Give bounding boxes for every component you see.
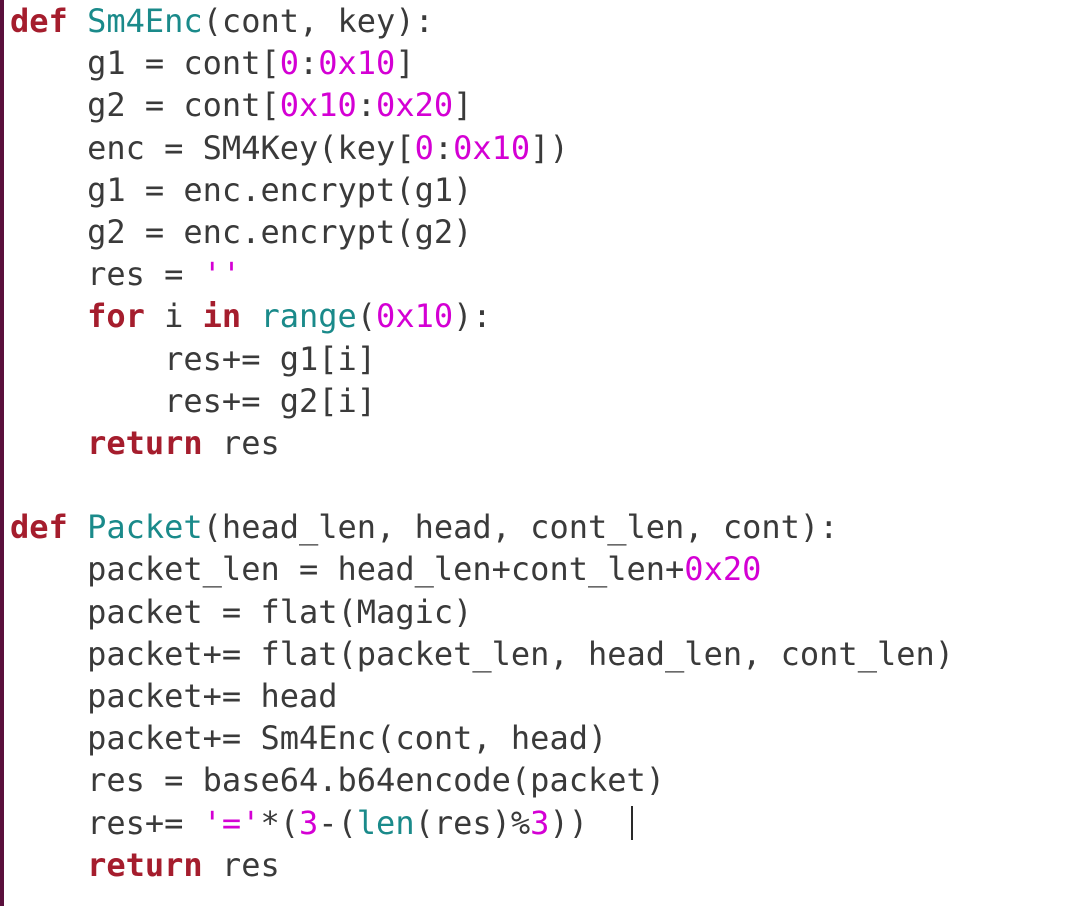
code-number: 3 (298, 803, 319, 842)
code-function-name: Packet (87, 508, 203, 547)
code-text: packet+= Sm4Enc(cont, head) (10, 719, 608, 758)
code-number: 0x20 (376, 86, 454, 125)
code-line[interactable]: g2 = enc.encrypt(g2) (10, 211, 954, 253)
code-line[interactable]: enc = SM4Key(key[0:0x10]) (10, 127, 954, 169)
code-text: *( (260, 803, 299, 842)
code-line[interactable]: res = '' (10, 253, 954, 295)
code-text: res = (10, 255, 203, 294)
code-keyword: def (10, 2, 68, 40)
caret-gap (588, 804, 627, 842)
code-keyword: in (202, 297, 242, 336)
code-area[interactable]: def Sm4Enc(cont, key): g1 = cont[0:0x10]… (10, 0, 954, 886)
code-text (68, 508, 87, 546)
code-text: packet = flat(Magic) (10, 592, 473, 631)
code-text: enc = SM4Key(key[ (10, 128, 415, 167)
code-text: ]) (530, 128, 569, 167)
code-text: : (356, 86, 377, 125)
code-line[interactable]: packet+= flat(packet_len, head_len, cont… (10, 633, 954, 675)
code-text: ( (356, 297, 377, 336)
code-text: (res)% (414, 803, 531, 842)
code-text (68, 2, 87, 40)
code-function-name: Sm4Enc (87, 2, 203, 40)
code-line[interactable]: return res (10, 844, 954, 886)
code-text: res (202, 423, 280, 462)
code-text: i (144, 297, 203, 336)
code-number: 3 (530, 803, 550, 842)
code-string: '' (202, 255, 242, 294)
code-line[interactable]: packet = flat(Magic) (10, 591, 954, 633)
code-text: : (298, 44, 319, 83)
code-number: 0x10 (279, 86, 357, 125)
code-number: 0 (414, 128, 434, 167)
code-text: ] (453, 86, 473, 125)
code-line[interactable]: packet+= head (10, 675, 954, 717)
code-line[interactable]: res+= '='*(3-(len(res)%3)) (10, 802, 954, 844)
code-line[interactable]: for i in range(0x10): (10, 295, 954, 337)
code-keyword: for (87, 297, 145, 336)
code-number: 0 (279, 44, 299, 83)
code-line[interactable]: packet+= Sm4Enc(cont, head) (10, 717, 954, 759)
code-line[interactable] (10, 464, 954, 506)
code-line[interactable]: def Packet(head_len, head, cont_len, con… (10, 506, 954, 548)
code-text: res = base64.b64encode(packet) (10, 761, 666, 800)
code-keyword: def (10, 508, 68, 547)
code-line[interactable]: g1 = cont[0:0x10] (10, 42, 954, 84)
code-number: 0x10 (453, 128, 531, 167)
code-line[interactable]: def Sm4Enc(cont, key): (10, 0, 954, 42)
code-function-name: range (260, 297, 357, 336)
code-line[interactable]: g2 = cont[0x10:0x20] (10, 84, 954, 126)
code-text: -( (318, 803, 357, 842)
code-text: packet_len = head_len+cont_len+ (10, 550, 685, 589)
code-line[interactable]: return res (10, 422, 954, 464)
code-number: 0x10 (318, 44, 396, 83)
code-keyword: return (87, 423, 203, 462)
code-text: res+= g2[i] (10, 381, 377, 420)
code-line[interactable]: res = base64.b64encode(packet) (10, 759, 954, 801)
gutter-bar (0, 0, 4, 906)
code-text: : (433, 128, 454, 167)
code-text: res (202, 845, 280, 884)
code-text: (cont, key): (202, 2, 434, 40)
code-keyword: return (87, 845, 203, 884)
code-line[interactable]: res+= g1[i] (10, 338, 954, 380)
code-string: '=' (202, 803, 261, 842)
code-text (10, 424, 87, 462)
code-line[interactable]: g1 = enc.encrypt(g1) (10, 169, 954, 211)
code-text: ] (395, 44, 415, 83)
code-text: packet+= head (10, 677, 338, 715)
code-text: g2 = cont[ (10, 86, 280, 125)
code-text (10, 846, 87, 884)
code-number: 0x10 (376, 297, 454, 336)
text-cursor (630, 805, 633, 840)
code-text: g1 = enc.encrypt(g1) (10, 170, 473, 209)
code-number: 0x20 (684, 550, 762, 589)
code-text: ): (453, 297, 492, 336)
code-text: res+= (10, 803, 203, 842)
code-line[interactable]: packet_len = head_len+cont_len+0x20 (10, 548, 954, 590)
code-text: g1 = cont[ (10, 44, 280, 83)
code-text: (head_len, head, cont_len, cont): (202, 508, 839, 547)
code-text: res+= g1[i] (10, 339, 377, 378)
code-line[interactable]: res+= g2[i] (10, 380, 954, 422)
code-text: g2 = enc.encrypt(g2) (10, 212, 473, 251)
code-text (241, 297, 260, 335)
code-text (10, 297, 87, 335)
code-function-name: len (356, 803, 415, 842)
code-text: packet+= flat(packet_len, head_len, cont… (10, 634, 955, 673)
code-text: )) (549, 803, 588, 842)
